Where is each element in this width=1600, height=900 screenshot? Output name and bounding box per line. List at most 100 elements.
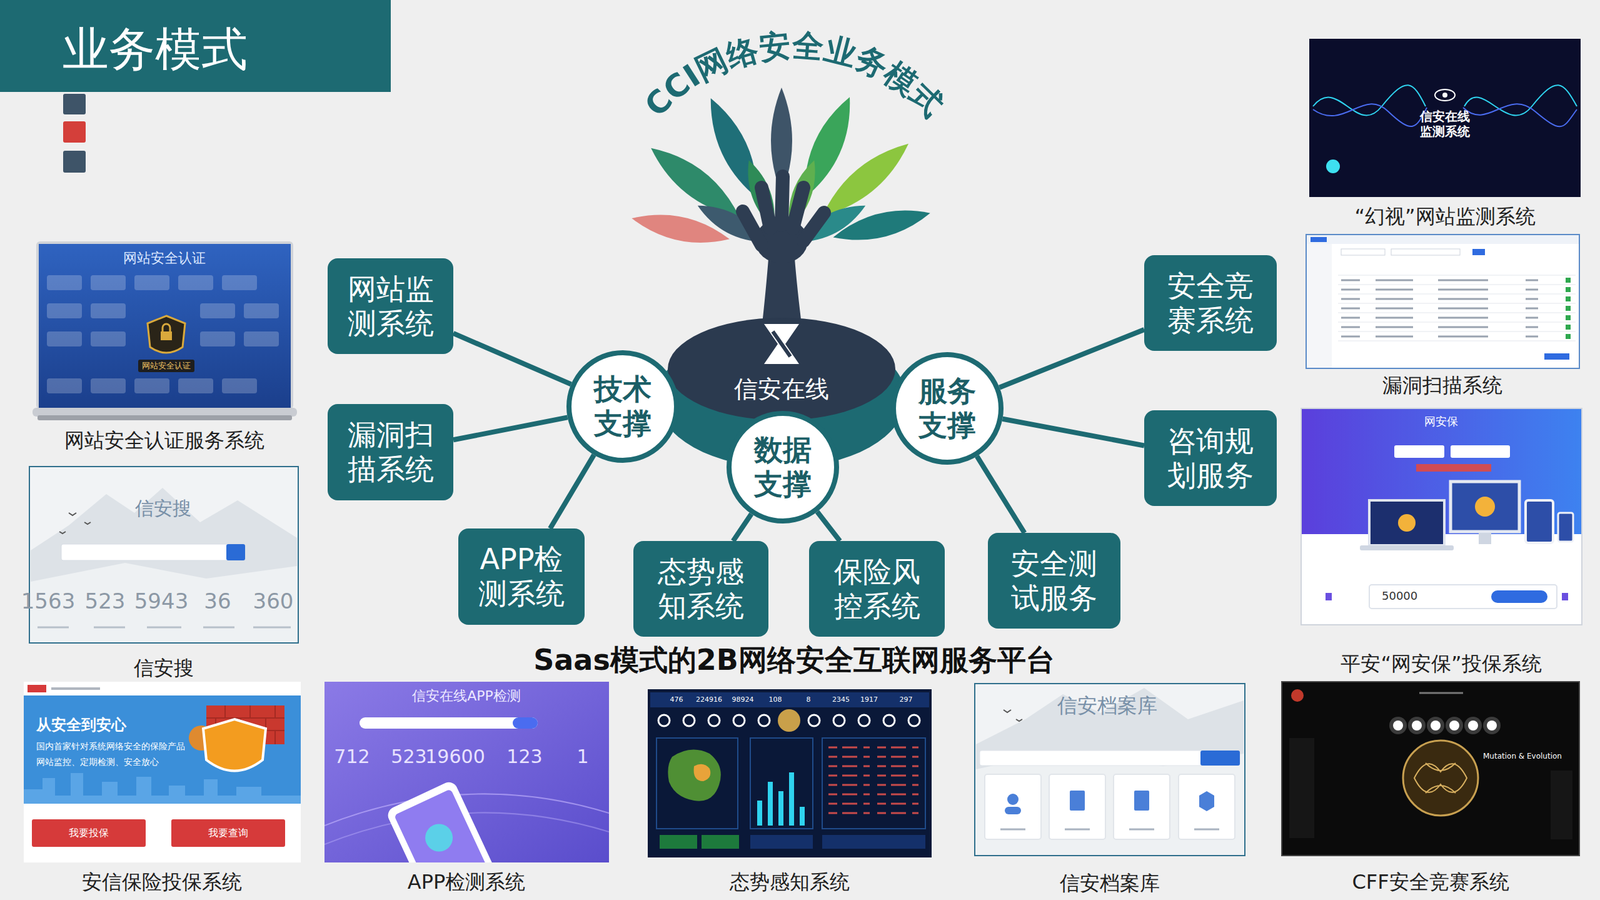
app-screenshot-part [324, 779, 609, 863]
service-box: 咨询规划服务 [1144, 410, 1277, 506]
service-label: 保险风控系统 [830, 553, 925, 623]
contest-screenshot-part-part [1449, 720, 1460, 731]
dashboard-screenshot-part-part [858, 714, 870, 726]
arc-title-text: CCI网络安全业务模式 [637, 26, 951, 124]
certification-screenshot-part-part [46, 378, 82, 394]
monitor-screenshot-part [1309, 38, 1581, 197]
dashboard-screenshot-part-part [708, 714, 720, 726]
screenshot-caption: 信安档案库 [1059, 870, 1160, 895]
monitor-screenshot-part [1313, 103, 1427, 127]
certification-screenshot-part-part [243, 303, 279, 319]
certification-screenshot-part [38, 243, 291, 408]
service-box: 态势感知系统 [633, 540, 769, 637]
arc-title: CCI网络安全业务模式 [637, 26, 951, 124]
scanner-screenshot-part [1310, 236, 1327, 242]
decor-squares-part [63, 121, 86, 143]
monitor-screenshot-part [1313, 85, 1426, 116]
box-text-group: 保险风控系统 [830, 553, 925, 623]
support-label: 服务支撑 [915, 373, 979, 443]
contest-screenshot-part [1289, 737, 1315, 838]
scanner-screenshot [1306, 234, 1580, 369]
app-screenshot-part-part [385, 779, 506, 863]
circle-outline [568, 352, 677, 461]
monitor-screenshot-part [1463, 103, 1577, 127]
screenshot-panel: 网站安全认证服务系统网站安全认证网站安全认证 [32, 242, 297, 422]
screenshot-text: 360 [253, 588, 294, 614]
dashboard-screenshot-part [659, 834, 698, 849]
monitor-screenshot-part [1442, 92, 1448, 98]
contest-screenshot [1281, 681, 1580, 856]
service-box: 安全竞赛系统 [1144, 255, 1277, 351]
support-label: 数据支撑 [751, 432, 815, 502]
contest-screenshot-part-part [1430, 720, 1441, 731]
app-screenshot-part [512, 717, 538, 729]
dashboard-screenshot-part [694, 764, 711, 781]
dashboard-screenshot-part-part [658, 714, 670, 726]
insurance-platform-screenshot-part [1478, 532, 1492, 544]
dashboard-screenshot-part-part [808, 714, 820, 726]
scanner-screenshot-part [1565, 277, 1571, 339]
contest-screenshot-part [1550, 770, 1573, 840]
screenshot-panel: 信安档案库信安档案库 [974, 683, 1245, 856]
app-screenshot-part-part-part [393, 788, 498, 863]
insurance-platform-screenshot-part [1359, 545, 1454, 551]
tree-hand-part [742, 176, 825, 246]
insurance-screenshot-part [23, 695, 301, 804]
service-label: 安全竞赛系统 [1163, 268, 1258, 338]
dashboard-screenshot-part-part [733, 714, 745, 726]
screenshot-panel: 态势感知系统47622491698924108823451917297 [647, 689, 932, 858]
certification-screenshot-part [37, 415, 292, 421]
screenshot-panel: 信安搜信安搜1563523594336360 [29, 466, 299, 643]
app-screenshot-part [359, 717, 538, 729]
dashboard-screenshot-part [647, 689, 932, 858]
certification-screenshot-part-part [46, 303, 82, 319]
certification-screenshot-part-part [90, 275, 126, 291]
monitor-screenshot-part [1434, 89, 1455, 101]
screenshot-text: 19600 [425, 745, 485, 768]
service-box: APP检测系统 [458, 528, 585, 625]
contest-screenshot-part [1281, 681, 1580, 856]
screenshot-caption: 平安“网安保”投保系统 [1340, 651, 1542, 676]
logo-mark [764, 323, 800, 364]
screenshot-text: 108 [769, 695, 783, 704]
certification-screenshot-part [160, 331, 172, 341]
circle-outline [893, 354, 1002, 463]
support-circle: 数据支撑 [726, 410, 840, 524]
screenshot-text: 1563 [21, 588, 76, 614]
insurance-platform-screenshot-part [1325, 592, 1332, 601]
screenshot-text: 712 [333, 745, 370, 768]
service-label: 态势感知系统 [654, 553, 748, 623]
certification-screenshot-part-part [90, 378, 126, 394]
archive-screenshot-part [979, 750, 1240, 766]
monitor-screenshot-part [1326, 159, 1340, 174]
screenshot-text: Mutation & Evolution [1483, 751, 1562, 761]
insurance-platform-screenshot-part [1369, 584, 1557, 609]
screenshot-text: 1 [576, 745, 589, 768]
scanner-screenshot-part [1306, 234, 1580, 369]
monitor-screenshot [1309, 38, 1581, 197]
page-title: 业务模式 [62, 21, 248, 77]
screenshot-text: 信安档案库 [1057, 693, 1158, 718]
certification-screenshot-part-part [178, 378, 214, 394]
screenshot-text: 我要查询 [171, 819, 286, 847]
service-label: 漏洞扫描系统 [343, 417, 438, 487]
search-screenshot-part [59, 512, 91, 534]
insurance-platform-screenshot-part [1398, 513, 1416, 532]
insurance-screenshot [23, 681, 301, 863]
search-screenshot [29, 466, 299, 643]
scanner-screenshot-part [1341, 248, 1385, 256]
insurance-platform-screenshot [1301, 408, 1582, 625]
support-circle: 服务支撑 [890, 352, 1004, 465]
archive-screenshot-part-part [1007, 793, 1019, 805]
contest-screenshot-part-part [1393, 720, 1404, 731]
monitor-screenshot-part [1464, 85, 1577, 116]
core-top [667, 317, 896, 421]
contest-screenshot-part-part [1426, 716, 1445, 735]
dashboard-screenshot-part-part [758, 714, 770, 726]
archive-screenshot-part [984, 774, 1235, 840]
screenshot-caption: APP检测系统 [407, 869, 526, 894]
box-text-group: APP检测系统 [474, 542, 569, 611]
certification-screenshot-part [32, 407, 297, 417]
archive-screenshot-part-part [1004, 806, 1022, 815]
screenshot-panel: 漏洞扫描系统 [1306, 234, 1580, 369]
